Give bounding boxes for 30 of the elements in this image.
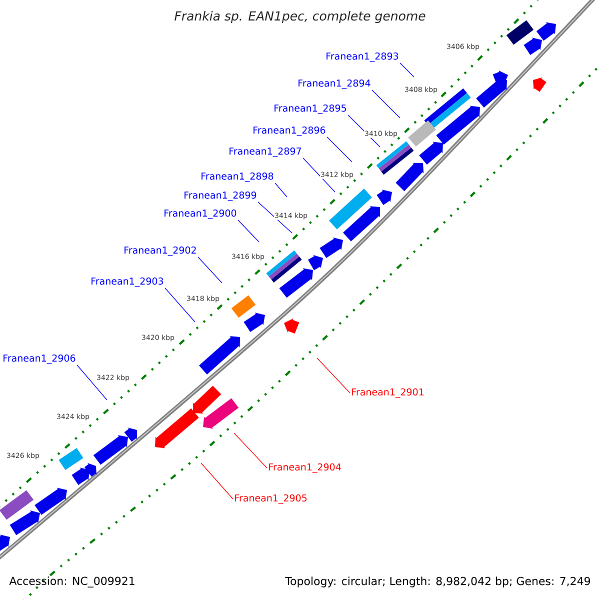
gene-label: Franean1_2896	[254, 126, 326, 136]
gene-label: Franean1_2901	[352, 388, 424, 398]
leader-line	[164, 288, 196, 322]
leader-line	[200, 462, 234, 500]
leader-line	[234, 432, 268, 468]
leader-line	[326, 136, 352, 162]
gene-label: Franean1_2903	[92, 278, 164, 287]
leader-line	[198, 256, 222, 284]
gene-label: Franean1_2905	[235, 494, 307, 504]
gene-label: Franean1_2902	[124, 246, 196, 256]
gene-label: Franean1_2895	[274, 104, 346, 114]
gene-label: Franean1_2900	[164, 210, 236, 219]
leader-line	[302, 158, 336, 192]
gene-label: Franean1_2893	[326, 52, 398, 62]
gene-label: Franean1_2906	[4, 354, 76, 364]
leader-line	[238, 220, 260, 242]
gene-label: Franean1_2898	[202, 172, 274, 182]
leader-line	[372, 90, 400, 118]
gene-label: Franean1_2899	[184, 192, 256, 201]
leader-line	[400, 62, 414, 78]
gene-label: Franean1_2894	[298, 80, 370, 89]
gene-label: Franean1_2904	[269, 463, 341, 473]
gene-label: Franean1_2897	[230, 148, 301, 157]
footer-text: Topology: circular; Length: 8,982,042 bp; Genes: 7,249	[285, 576, 590, 588]
footer-text: Accession: NC_009921	[9, 576, 134, 588]
leader-line	[274, 182, 288, 198]
leader-line	[316, 358, 350, 394]
title: Frankia sp. EAN1pec, complete genome	[174, 10, 426, 24]
leader-line	[258, 202, 292, 234]
leader-line	[76, 364, 108, 400]
